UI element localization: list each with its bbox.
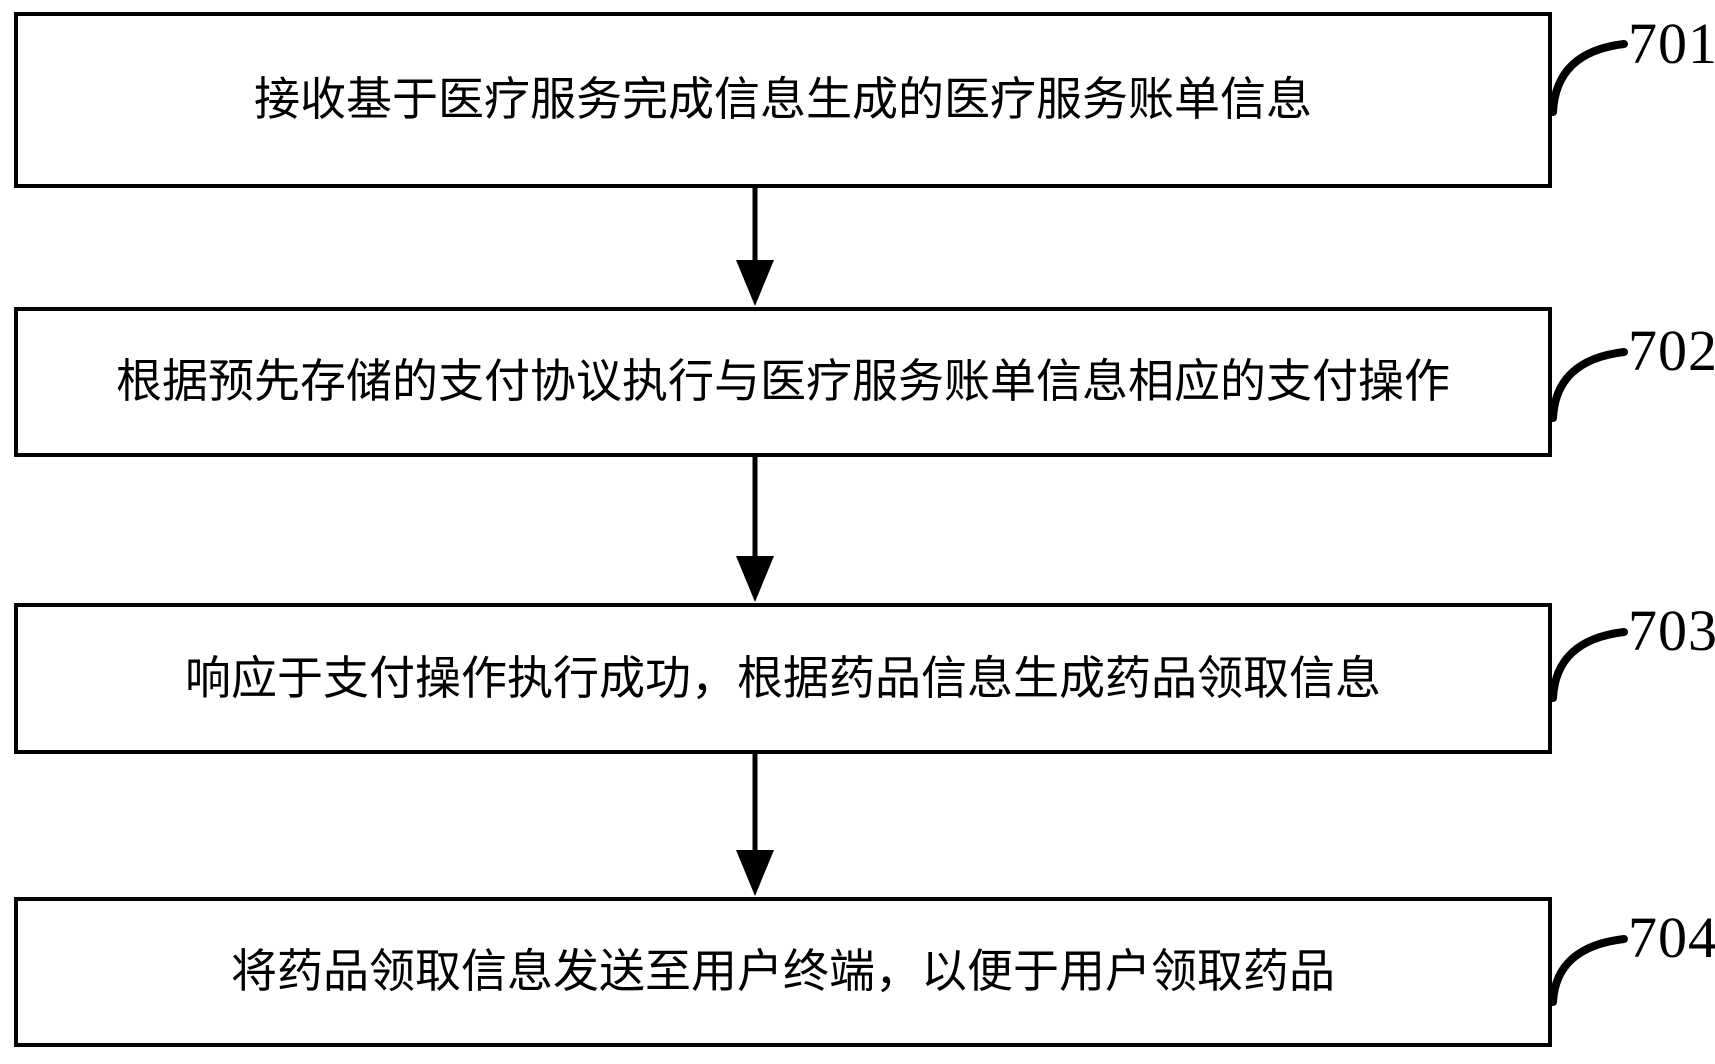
flow-arrow-701-702 (736, 188, 774, 306)
step-label-704: 704 (1628, 905, 1715, 970)
leader-curve-702 (1549, 348, 1628, 422)
step-label-701: 701 (1628, 11, 1715, 76)
step-text-703: 响应于支付操作执行成功，根据药品信息生成药品领取信息 (185, 652, 1381, 704)
step-label-702: 702 (1628, 318, 1715, 383)
step-label-703: 703 (1628, 598, 1715, 663)
step-box-701: 接收基于医疗服务完成信息生成的医疗服务账单信息 (14, 12, 1552, 188)
leader-curve-701 (1549, 40, 1628, 116)
step-box-704: 将药品领取信息发送至用户终端，以便于用户领取药品 (14, 897, 1552, 1047)
leader-curve-704 (1549, 935, 1628, 1006)
step-text-704: 将药品领取信息发送至用户终端，以便于用户领取药品 (231, 946, 1335, 998)
flow-arrow-702-703 (736, 457, 774, 602)
leader-curve-703 (1549, 628, 1628, 702)
step-text-702: 根据预先存储的支付协议执行与医疗服务账单信息相应的支付操作 (116, 356, 1450, 408)
flow-arrow-703-704 (736, 754, 774, 896)
step-box-702: 根据预先存储的支付协议执行与医疗服务账单信息相应的支付操作 (14, 307, 1552, 457)
step-box-703: 响应于支付操作执行成功，根据药品信息生成药品领取信息 (14, 603, 1552, 754)
step-text-701: 接收基于医疗服务完成信息生成的医疗服务账单信息 (254, 74, 1312, 126)
